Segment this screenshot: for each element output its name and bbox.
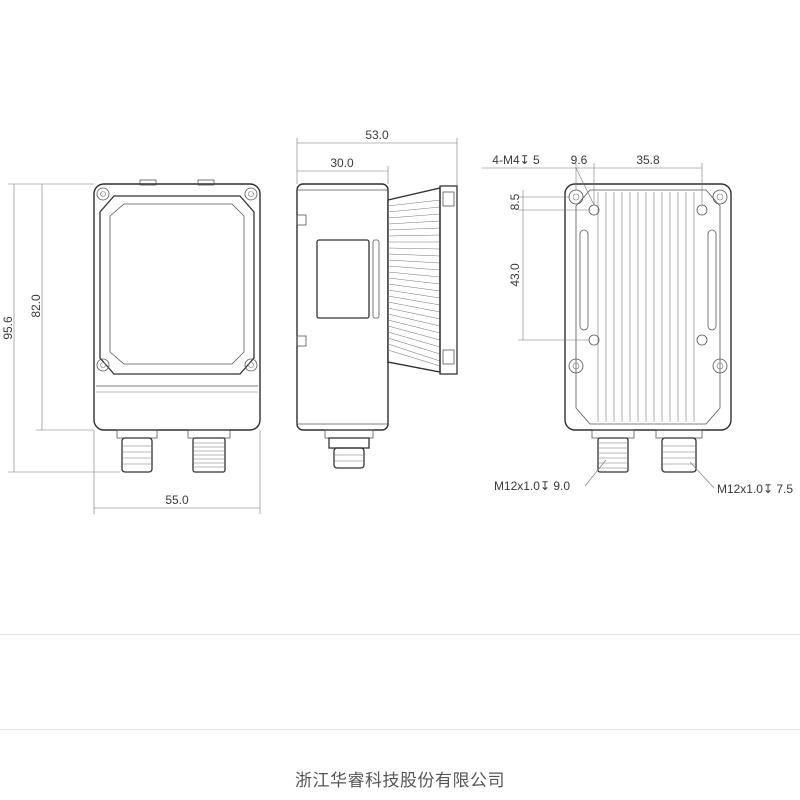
- screw-icon: [712, 358, 728, 374]
- front-view: 95.6 82.0 55.0: [1, 179, 261, 514]
- front-top-nub: [139, 179, 157, 186]
- connector-left-spec: M12x1.0↧ 9.0: [494, 479, 570, 493]
- width-label: 55.0: [165, 493, 189, 507]
- divider: [0, 634, 800, 635]
- screw-icon: [572, 193, 580, 201]
- front-connector-right: [187, 429, 231, 473]
- offset-y-label: 8.5: [508, 193, 522, 210]
- side-view: 53.0 30.0: [296, 128, 458, 469]
- screw-icon: [96, 358, 110, 372]
- screw-icon: [100, 362, 106, 368]
- divider: [0, 729, 800, 730]
- screw-icon: [248, 362, 254, 368]
- back-connector-right: [655, 429, 703, 473]
- back-housing: [564, 183, 732, 431]
- back-rib-frame: [575, 189, 721, 425]
- screw-icon: [712, 189, 728, 205]
- front-housing: [93, 183, 261, 431]
- back-view: 9.6 35.8 4-M4↧ 5 8.5 43.0 M12x1.0↧ 9.0 M…: [482, 153, 793, 496]
- screw-icon: [244, 358, 258, 372]
- side-window: [316, 239, 370, 319]
- company-name: 浙江华睿科技股份有限公司: [295, 771, 505, 791]
- total-height-label: 95.6: [1, 316, 15, 340]
- heatsink-fin-lines: [387, 199, 441, 367]
- total-depth-label: 53.0: [365, 128, 389, 142]
- screw-icon: [572, 362, 580, 370]
- screw-icon: [716, 362, 724, 370]
- spacing-y-label: 43.0: [508, 263, 522, 287]
- dimension-drawing: 95.6 82.0 55.0: [1, 128, 793, 514]
- lens-frame-inner: [109, 203, 245, 365]
- screw-icon: [96, 187, 110, 201]
- heatsink-fins: [387, 187, 441, 373]
- offset-x-label: 9.6: [571, 153, 588, 167]
- screw-icon: [248, 191, 254, 197]
- screw-icon: [244, 187, 258, 201]
- hole-spec-label: 4-M4↧ 5: [492, 153, 540, 167]
- screw-icon: [716, 193, 724, 201]
- body-depth-label: 30.0: [330, 156, 354, 170]
- screw-icon: [568, 358, 584, 374]
- heatsink-back-plate: [439, 185, 458, 375]
- back-ribs: [597, 192, 695, 422]
- side-housing: [296, 183, 389, 431]
- spacing-x-label: 35.8: [636, 153, 660, 167]
- front-top-nub: [197, 179, 215, 186]
- height-label: 82.0: [29, 294, 43, 318]
- connector-right-spec: M12x1.0↧ 7.5: [717, 482, 793, 496]
- screw-icon: [100, 191, 106, 197]
- m4-hole-icon: [696, 334, 708, 346]
- back-connector-left: [591, 429, 635, 473]
- front-connector-left: [116, 429, 158, 473]
- side-connector: [324, 429, 374, 469]
- lens-frame-outer: [99, 195, 255, 375]
